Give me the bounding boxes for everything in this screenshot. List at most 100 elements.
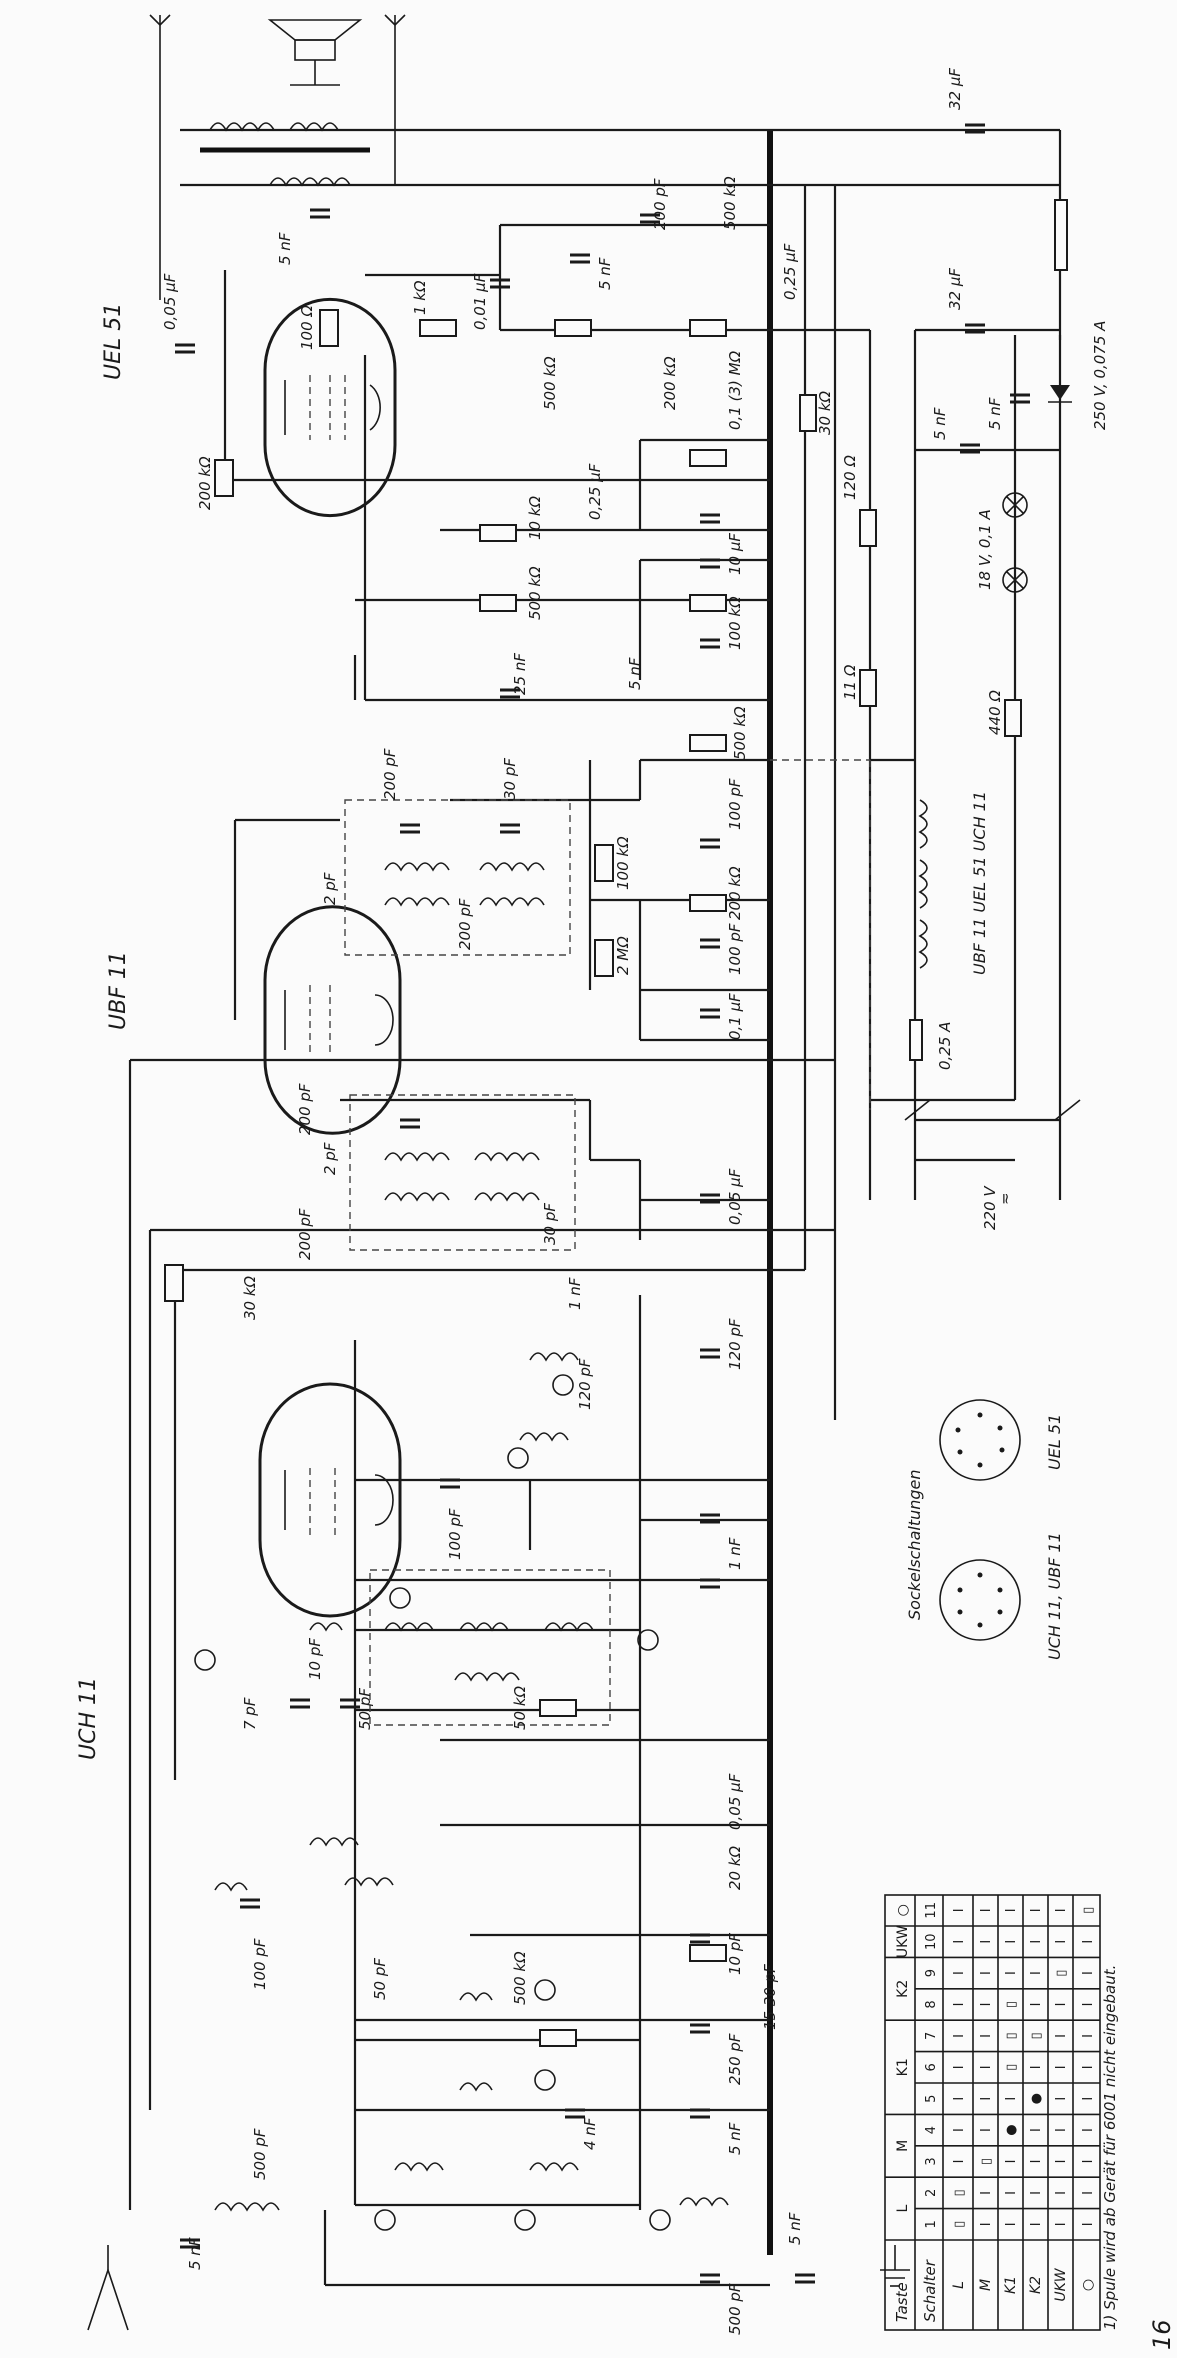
table-switch-number: 10 [924,1933,939,1950]
label-c5nf-d: 5 nF [931,407,949,440]
ubf11-tube [263,905,402,1135]
speaker [267,19,363,86]
label-if-100pf-b: 100 pF [726,923,744,975]
table-cell: I [1054,1908,1069,1912]
rectifier-diode [1048,385,1072,403]
uch11-tube [258,1382,402,1618]
label-osc-1nf-a: 1 nF [566,1277,584,1310]
label-11-ohm: 11 Ω [841,664,859,700]
table-cell: I [979,1940,994,1944]
table-cell: ▯ [1004,2032,1019,2039]
table-cell: I [1081,2097,1096,2101]
label-if-005uf: 0,05 µF [726,1168,744,1225]
table-cell: I [1029,2065,1044,2069]
socket-label-uel51: UEL 51 [1045,1414,1064,1470]
table-cell: I [1004,1971,1019,1975]
table-switch-number: 3 [924,2157,939,2165]
table-cell: I [979,1971,994,1975]
table-cell: ▯ [1029,2032,1044,2039]
table-group-label: ○ [895,1904,911,1916]
table-cell: I [952,2003,967,2007]
label-in-100pf: 100 pF [251,1938,269,1990]
label-osc-50pf: 50 pF [356,1688,374,1730]
label-in-5nf-a: 5 nF [186,2237,204,2270]
label-c32uf-a: 32 µF [946,68,964,110]
table-cell: I [1029,1908,1044,1912]
label-osc-50k: 50 kΩ [511,1685,529,1730]
table-group-label: UKW [895,1925,911,1958]
tube-label-uch11: UCH 11 [76,1677,101,1760]
label-osc-7pf: 7 pF [241,1697,259,1730]
table-cell: I [1029,2191,1044,2195]
label-c025uf-b: 0,25 µF [586,463,604,520]
table-cell: I [1081,2160,1096,2164]
table-cell: I [1029,2128,1044,2132]
label-in-500pf-a: 500 pF [251,2128,269,2180]
fuse [909,1019,923,1061]
resistor-symbols [164,199,1068,2047]
table-cell: I [979,2128,994,2132]
tube-label-uel51: UEL 51 [101,303,126,380]
label-if-30pf-b: 30 pF [541,1203,559,1245]
table-cell: I [979,2097,994,2101]
table-row-label: L [951,2281,967,2289]
table-cell: ● [1029,2093,1044,2104]
table-switch-number: 4 [924,2126,939,2134]
label-440-ohm: 440 Ω [986,690,1004,735]
coil-number-markers [194,1374,671,2231]
antenna-symbols [87,14,406,2331]
table-head-taste: Taste [893,2282,911,2322]
table-cell: I [1054,2097,1069,2101]
table-cell: I [1004,2097,1019,2101]
table-cell: ▯ [979,2158,994,2165]
label-if-100pf-a: 100 pF [726,778,744,830]
table-cell: I [952,1971,967,1975]
label-fuse: 0,25 A [936,1022,954,1070]
table-group-label: K1 [895,2058,911,2076]
table-cell: I [1004,1940,1019,1944]
label-mains: 220 V [981,1185,999,1230]
table-cell: I [1004,1908,1019,1912]
label-if-200pf-a: 200 pF [381,748,399,800]
table-cell: I [1081,1940,1096,1944]
label-in-500pf-b: 500 pF [726,2283,744,2335]
label-c5nf-e: 5 nF [986,397,1004,430]
table-cell: I [952,2160,967,2164]
label-c005uf: 0,05 µF [161,273,179,330]
table-cell: I [1029,1940,1044,1944]
table-cell: I [1029,2222,1044,2226]
label-in-30pf: 15 30 pF [761,1964,779,2030]
label-30k: 30 kΩ [816,390,834,435]
label-if-01uf: 0,1 µF [726,993,744,1040]
socket-heading: Sockelschaltungen [905,1469,924,1620]
label-in-5nf-c: 5 nF [786,2212,804,2245]
table-cell: I [1081,2128,1096,2132]
table-switch-number: 1 [924,2220,939,2228]
label-if-2pf-b: 2 pF [321,1142,339,1175]
label-diode: 250 V, 0,075 A [1091,321,1109,430]
table-cell: I [1081,1971,1096,1975]
table-cell: I [1081,2222,1096,2226]
table-cell: I [979,2003,994,2007]
table-head-schalter: Schalter [921,2259,939,2322]
label-mains-symbol: ≂ [996,1192,1014,1205]
table-cell: I [1054,2222,1069,2226]
label-osc-100pf: 100 pF [446,1508,464,1560]
table-cell: I [979,2191,994,2195]
table-group-label: M [895,2140,911,2152]
label-if-2pf-a: 2 pF [321,872,339,905]
table-cell: I [1054,2191,1069,2195]
table-cell: I [1081,2065,1096,2069]
label-if-30k: 30 kΩ [241,1275,259,1320]
table-cell: I [1081,2034,1096,2038]
label-c500k: 500 kΩ [721,176,739,230]
label-if-200k: 200 kΩ [726,866,744,920]
table-cell: I [979,1908,994,1912]
socket-diagram-uel51 [939,1399,1021,1481]
label-c25nf: 25 nF [511,653,529,695]
label-if-2m: 2 MΩ [614,936,632,975]
table-cell: I [1054,2065,1069,2069]
label-c5nf-b: 5 nF [596,257,614,290]
label-in-10pf: 10 pF [726,1933,744,1975]
table-cell: I [1004,2160,1019,2164]
